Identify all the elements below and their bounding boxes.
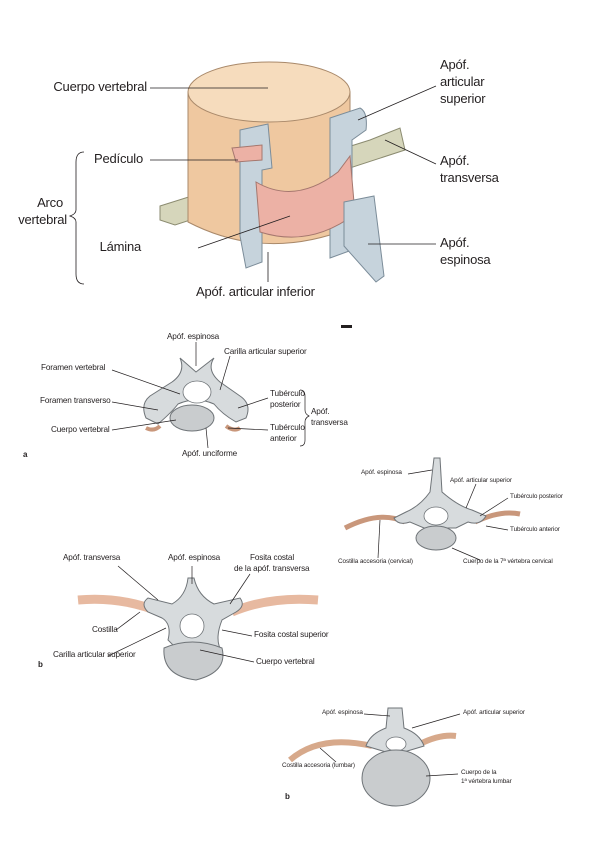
- lumbar-vertebra-drawing: [288, 707, 457, 807]
- label-arco-2: vertebral: [18, 212, 67, 227]
- label-pediculo: Pedículo: [94, 151, 143, 166]
- cerv-label-tuberculo-anterior-2: anterior: [270, 434, 297, 443]
- cerv-label-apof-transversa-2: transversa: [311, 418, 348, 427]
- spinous-process-shape: [343, 195, 385, 283]
- lumb-label-cuerpo-1: Cuerpo de la: [461, 769, 497, 776]
- thor-label-carilla-articular-superior: Carilla articular superior: [53, 650, 136, 659]
- thor-label-fosita-costal-1: Fosita costal: [250, 553, 295, 562]
- c7-label-apof-espinosa: Apóf. espinosa: [361, 469, 402, 476]
- label-apof-espinosa-2: espinosa: [440, 252, 491, 267]
- c7-label-costilla-accesoria: Costilla accesoria (cervical): [338, 558, 413, 565]
- leader-lines-lumbar: [319, 713, 461, 777]
- lumb-label-cuerpo-2: 1ª vértebra lumbar: [461, 778, 512, 785]
- cerv-label-tuberculo-posterior-1: Tubérculo: [270, 389, 305, 398]
- thor-label-apof-espinosa: Apóf. espinosa: [168, 553, 221, 562]
- cerv-label-apof-espinosa: Apóf. espinosa: [167, 332, 220, 341]
- c7-label-apof-articular-superior: Apóf. articular superior: [450, 477, 512, 484]
- label-arco-1: Arco: [37, 195, 63, 210]
- label-apof-espinosa-1: Apóf.: [440, 235, 470, 250]
- cerv-label-tuberculo-posterior-2: posterior: [270, 400, 301, 409]
- label-apof-transversa-2: transversa: [440, 170, 499, 185]
- label-apof-articular-superior-2: articular: [440, 74, 485, 89]
- cerv-label-carilla-articular-superior: Carilla articular superior: [224, 347, 307, 356]
- cerv-label-tuberculo-anterior-1: Tubérculo: [270, 423, 305, 432]
- leader-lines-cervical: [111, 342, 310, 449]
- cerv-label-apof-transversa-1: Apóf.: [311, 407, 330, 416]
- leader-lines-thoracic: [107, 565, 255, 663]
- cervical-vertebra-drawing: [143, 357, 249, 432]
- lumb-label-apof-articular-superior: Apóf. articular superior: [463, 709, 525, 716]
- label-apof-articular-superior-1: Apóf.: [440, 57, 470, 72]
- label-cuerpo-vertebral: Cuerpo vertebral: [53, 79, 147, 94]
- panel-letter-b-thoracic: b: [38, 660, 43, 669]
- leader-lines-fig1: [68, 85, 437, 285]
- thor-label-apof-transversa: Apóf. transversa: [63, 553, 121, 562]
- c7-label-cuerpo-c7: Cuerpo de la 7ª vértebra cervical: [463, 558, 553, 565]
- label-apof-articular-superior-3: superior: [440, 91, 486, 106]
- thor-label-costilla: Costilla: [92, 625, 118, 634]
- cerv-label-foramen-vertebral: Foramen vertebral: [41, 363, 106, 372]
- c7-label-tuberculo-posterior: Tubérculo posterior: [510, 493, 563, 500]
- c7-label-tuberculo-anterior: Tubérculo anterior: [510, 526, 560, 533]
- divider-mark: [341, 325, 352, 328]
- label-lamina: Lámina: [99, 239, 142, 254]
- leader-lines-c7: [377, 469, 509, 561]
- label-apof-articular-inferior: Apóf. articular inferior: [196, 284, 315, 299]
- lumb-label-costilla-accesoria: Costilla accesoria (lumbar): [282, 762, 355, 769]
- cerv-label-cuerpo-vertebral: Cuerpo vertebral: [51, 425, 110, 434]
- lumb-label-apof-espinosa: Apóf. espinosa: [322, 709, 363, 716]
- cerv-label-apof-unciforme: Apóf. unciforme: [182, 449, 238, 458]
- thor-label-fosita-costal-superior: Fosita costal superior: [254, 630, 329, 639]
- label-apof-transversa-1: Apóf.: [440, 153, 470, 168]
- thor-label-fosita-costal-2: de la apóf. transversa: [234, 564, 310, 573]
- cerv-label-foramen-transverso: Foramen transverso: [40, 396, 111, 405]
- thor-label-cuerpo-vertebral: Cuerpo vertebral: [256, 657, 315, 666]
- panel-letter-b-lumbar: b: [285, 792, 290, 801]
- c7-vertebra-drawing: [343, 457, 521, 551]
- panel-letter-a: a: [23, 450, 28, 459]
